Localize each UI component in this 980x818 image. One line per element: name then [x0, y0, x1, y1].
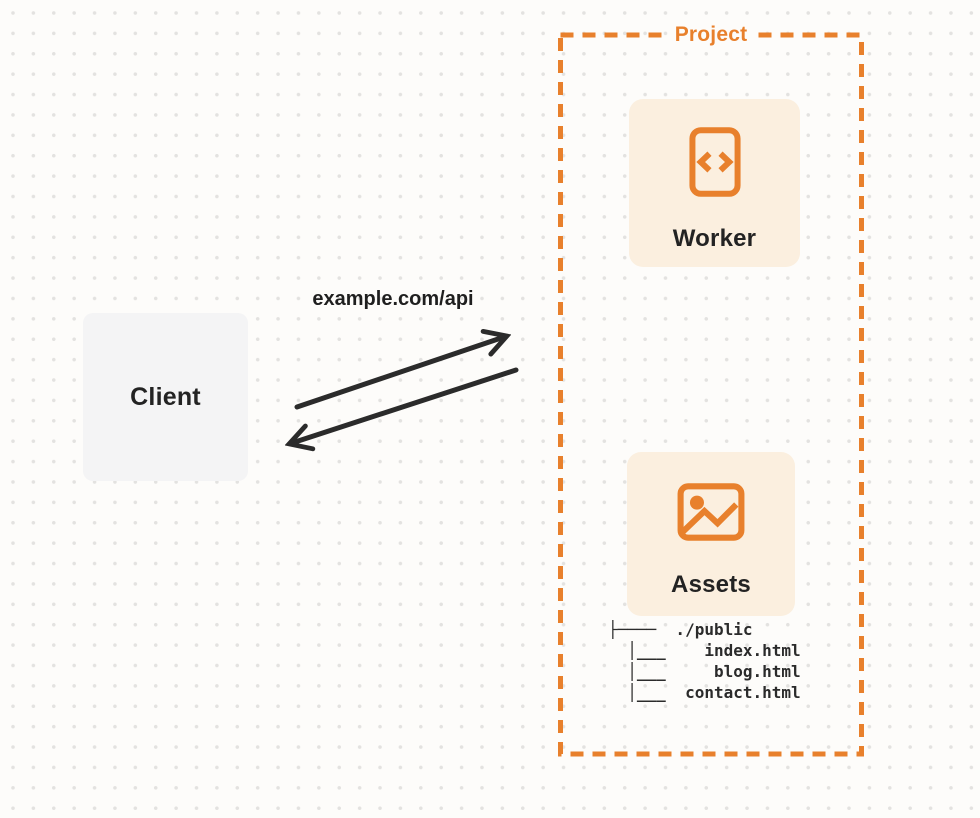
request-url-label: example.com/api	[312, 288, 474, 310]
file-tree: ├──── ./public │___ index.html │___ blog…	[608, 619, 801, 703]
request-arrow	[294, 337, 504, 410]
assets-label: Assets	[671, 571, 751, 598]
client-node: Client	[83, 313, 248, 481]
client-label: Client	[130, 382, 201, 411]
image-icon	[677, 483, 745, 546]
worker-node: Worker	[629, 99, 800, 267]
response-arrow	[292, 367, 519, 443]
file-tree-line: │___ index.html	[608, 641, 801, 660]
file-tree-line: ├──── ./public	[608, 620, 753, 639]
code-document-icon	[688, 127, 741, 202]
project-label: Project	[667, 22, 755, 48]
file-tree-line: │___ blog.html	[608, 662, 801, 681]
file-tree-line: │___ contact.html	[608, 683, 801, 702]
assets-node: Assets	[627, 452, 795, 616]
worker-label: Worker	[672, 225, 757, 252]
